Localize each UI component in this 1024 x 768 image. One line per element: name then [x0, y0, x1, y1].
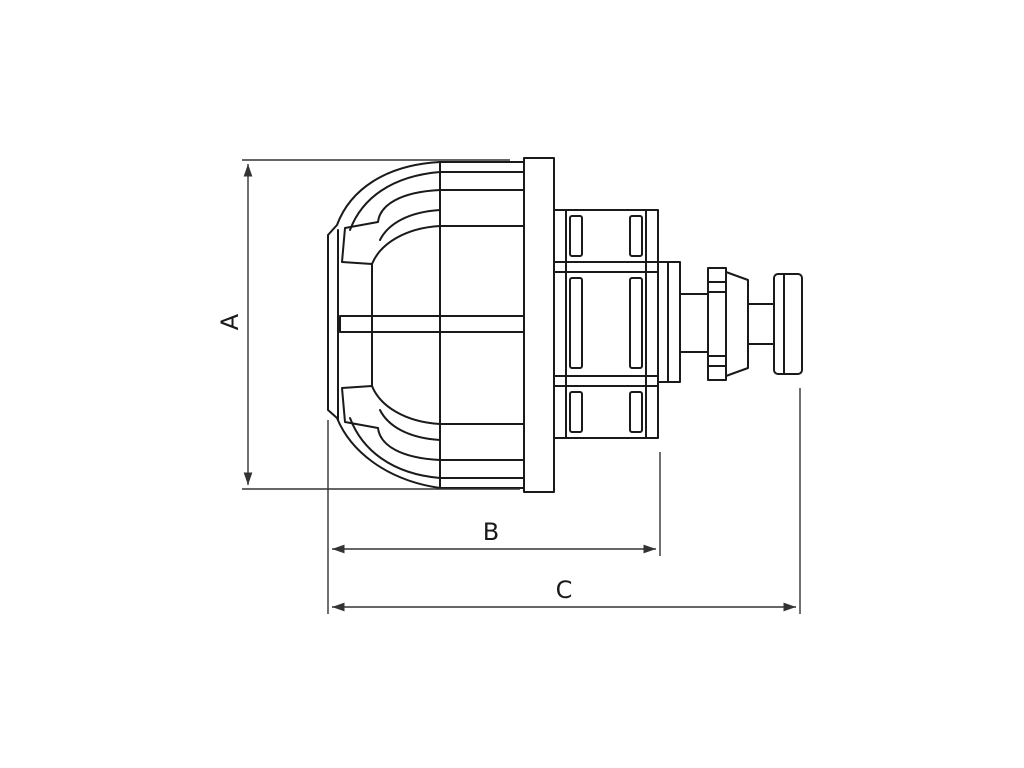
end-knob	[773, 273, 803, 375]
claw-rib-upper-inner	[379, 209, 441, 241]
claw-rib-lower-inner	[379, 409, 441, 441]
dim-b-label: B	[483, 518, 499, 546]
flange-plate	[523, 157, 555, 493]
nut-pocket-6	[629, 391, 643, 433]
cap-outer-shell	[327, 161, 525, 489]
claw-rib-lower	[341, 385, 525, 461]
nut-pocket-4	[629, 215, 643, 257]
dimensions	[242, 159, 801, 614]
nut-pocket-1	[569, 215, 583, 257]
hex-nut	[707, 267, 727, 381]
fitting-part	[327, 157, 803, 493]
tapered-connector	[725, 271, 749, 377]
dim-c-label: C	[556, 576, 573, 604]
central-slot	[339, 315, 525, 333]
nut-pocket-2	[569, 277, 583, 369]
nut-pocket-5	[629, 277, 643, 369]
dim-a-label: A	[216, 313, 244, 330]
nut-pocket-3	[569, 391, 583, 433]
cap-inner-shell	[349, 171, 525, 231]
stem	[679, 293, 709, 353]
claw-rib-upper	[341, 189, 525, 265]
neck	[747, 303, 775, 345]
cap-inner-shell-lower	[349, 417, 525, 479]
